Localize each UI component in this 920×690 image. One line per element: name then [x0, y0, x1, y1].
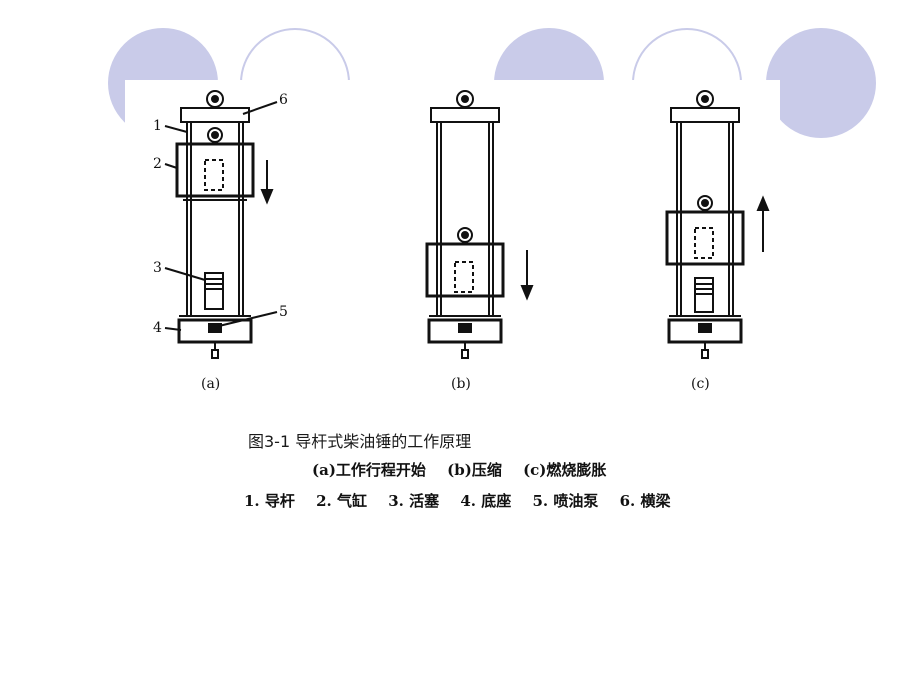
stage-legend-b: (b)压缩 — [447, 461, 502, 479]
panel-label-b: (b) — [451, 376, 471, 392]
diagram-panel: 1 2 3 4 5 6 (a) — [125, 80, 780, 410]
callout-5: 5 — [279, 304, 288, 320]
part-legend-3: 3. 活塞 — [388, 492, 440, 510]
part-legend-4: 4. 底座 — [460, 492, 512, 510]
stage-legend-a: (a)工作行程开始 — [312, 461, 426, 479]
callout-1: 1 — [153, 118, 162, 134]
callout-4: 4 — [153, 320, 162, 336]
callout-2: 2 — [153, 156, 162, 172]
panel-label-c: (c) — [691, 376, 710, 392]
panel-a: 1 2 3 4 5 6 (a) — [153, 90, 288, 392]
crossbeam — [180, 107, 250, 123]
panel-label-a: (a) — [201, 376, 220, 392]
cylinder — [425, 242, 505, 298]
stage-legend: (a)工作行程开始 (b)压缩 (c)燃烧膨胀 — [312, 459, 622, 480]
diesel-hammer-diagram: 1 2 3 4 5 6 (a) — [153, 90, 770, 392]
stage-legend-c: (c)燃烧膨胀 — [523, 461, 607, 479]
part-legend-2: 2. 气缸 — [316, 492, 368, 510]
part-legend-1: 1. 导杆 — [244, 492, 295, 510]
part-legend: 1. 导杆 2. 气缸 3. 活塞 4. 底座 5. 喷油泵 6. 横梁 — [244, 490, 687, 511]
part-legend-6: 6. 横梁 — [619, 492, 671, 510]
panel-b: (b) — [425, 90, 534, 392]
lifting-eye — [206, 90, 224, 108]
callout-6: 6 — [279, 92, 288, 108]
decor-circle-5 — [766, 28, 876, 138]
part-legend-5: 5. 喷油泵 — [532, 492, 599, 510]
fuel-pump — [208, 323, 222, 333]
cylinder — [665, 210, 745, 266]
piston — [204, 272, 224, 310]
figure-caption: 图3-1 导杆式柴油锤的工作原理 — [248, 432, 472, 451]
callout-3: 3 — [153, 260, 162, 276]
cylinder — [175, 142, 255, 198]
panel-c: (c) — [665, 90, 770, 392]
